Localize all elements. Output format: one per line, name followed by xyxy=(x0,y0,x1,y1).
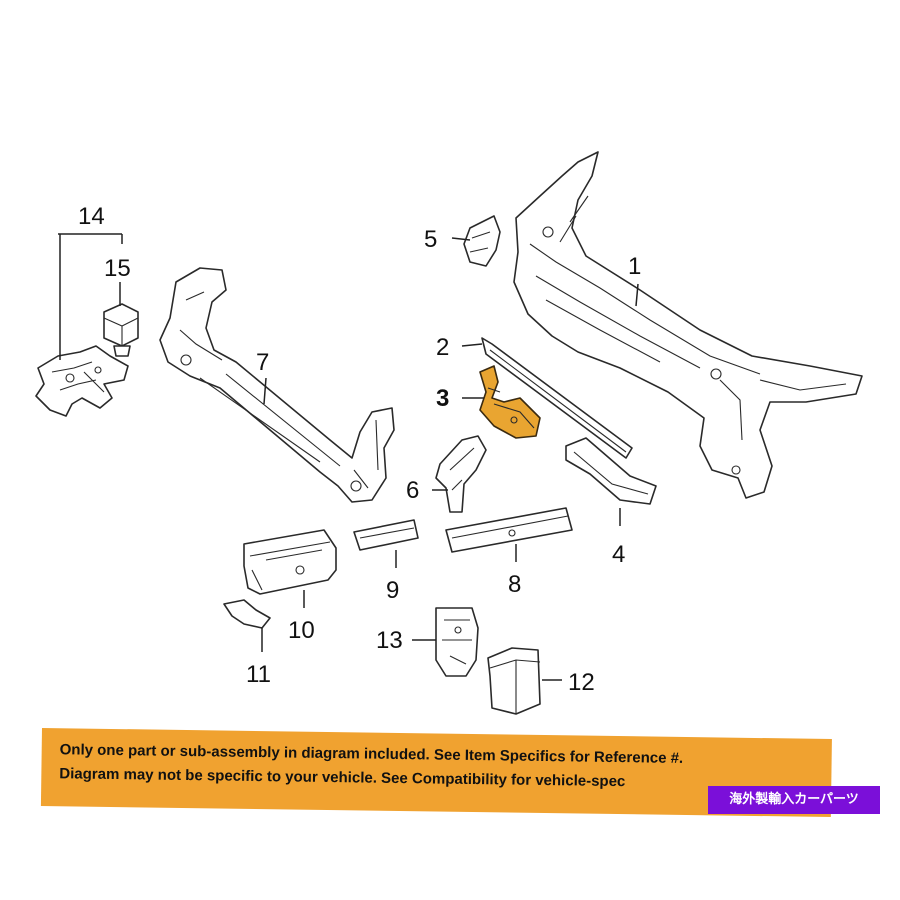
callout-8: 8 xyxy=(508,571,521,598)
callout-12: 12 xyxy=(568,669,595,696)
part-14-bracket xyxy=(35,345,129,417)
part-2-reinforcement xyxy=(481,337,633,459)
callout-14: 14 xyxy=(78,203,105,230)
part-11-plate xyxy=(223,599,271,629)
callout-15: 15 xyxy=(104,255,131,282)
part-12-block xyxy=(487,647,541,715)
callout-7: 7 xyxy=(256,349,269,376)
part-7-support xyxy=(159,267,395,503)
callout-4: 4 xyxy=(612,541,625,568)
part-6-bracket xyxy=(435,435,487,513)
callout-2: 2 xyxy=(436,334,449,361)
part-10-member xyxy=(243,529,337,595)
callout-3: 3 xyxy=(436,385,449,412)
part-9-bar xyxy=(353,519,419,551)
callout-6: 6 xyxy=(406,477,419,504)
part-15-mount xyxy=(103,303,139,357)
part-1-front-carrier xyxy=(513,151,863,499)
callout-13: 13 xyxy=(376,627,403,654)
part-13-bracket xyxy=(435,607,479,677)
callout-labels: 14 15 5 1 2 3 7 6 4 8 9 10 11 13 12 xyxy=(78,203,641,696)
callout-5: 5 xyxy=(424,226,437,253)
watermark-badge: 海外製輸入カーパーツ xyxy=(708,786,880,814)
leader-lines xyxy=(58,233,639,681)
callout-1: 1 xyxy=(628,253,641,280)
callout-10: 10 xyxy=(288,617,315,644)
callout-9: 9 xyxy=(386,577,399,604)
part-4-channel xyxy=(565,437,657,505)
callout-11: 11 xyxy=(246,661,271,688)
part-3-highlighted-bracket xyxy=(479,365,541,439)
part-5-bracket xyxy=(463,215,501,267)
part-8-bar xyxy=(445,507,573,553)
